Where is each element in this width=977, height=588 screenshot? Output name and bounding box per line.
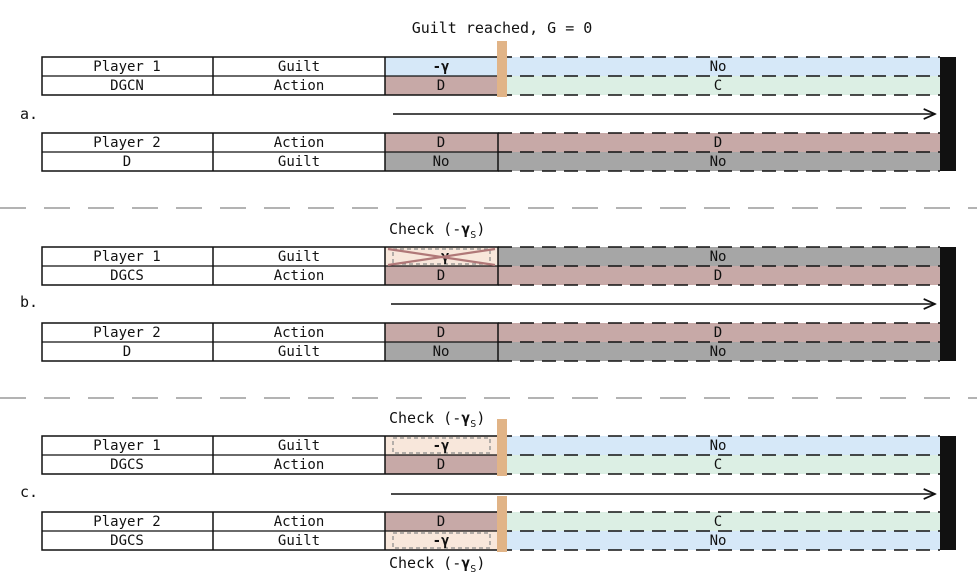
panel-c-p2-row2-initial: -γ <box>433 533 450 549</box>
panel-c-label: c. <box>20 483 38 501</box>
panel-a-p2-row2-rest: No <box>710 154 727 170</box>
panel-c-p2-row2-rest: No <box>710 533 727 549</box>
panel-a-p1-row1-initial: -γ <box>433 59 450 75</box>
panel-b-p2-row1-rest: D <box>714 325 722 341</box>
panel-c: Check (-γS) c. Player 1 DGCS Guilt Actio… <box>20 409 956 575</box>
panel-b-p2-name: Player 2 <box>93 325 160 341</box>
panel-b-p2-row2-label: Guilt <box>278 344 320 360</box>
panel-c-p2-row1-label: Action <box>274 514 325 530</box>
panel-a-p1-row2-label: Action <box>274 78 325 94</box>
panel-c-player2-block: Player 2 DGCS Action Guilt D -γ C No <box>41 511 940 551</box>
panel-a-p1-guilt-initial-cell <box>385 57 498 76</box>
panel-c-p2-guilt-rest-band <box>498 531 940 550</box>
panel-a-p2-row1-initial: D <box>437 135 445 151</box>
panel-a-p1-row1-label: Guilt <box>278 59 320 75</box>
panel-c-p2-name: Player 2 <box>93 514 160 530</box>
panel-a-player2-block: Player 2 D Action Guilt D No D No <box>41 132 940 172</box>
panel-b-p1-strategy: DGCS <box>110 268 144 284</box>
panel-a-label: a. <box>20 105 38 123</box>
panel-a-p1-row2-rest: C <box>714 78 722 94</box>
panel-c-player1-block: Player 1 DGCS Guilt Action -γ D No C <box>41 435 940 475</box>
panel-c-p1-row2-initial: D <box>437 457 445 473</box>
panel-a-end-bar <box>940 57 956 171</box>
panel-c-p1-action-rest-band <box>498 455 940 474</box>
panel-b-p2-row1-initial: D <box>437 325 445 341</box>
panel-b-p2-action-rest-band <box>498 323 940 342</box>
panel-b-p1-row1-rest: No <box>710 249 727 265</box>
panel-b-p2-guilt-rest-band <box>498 342 940 361</box>
panel-c-p1-row1-initial: -γ <box>433 438 450 454</box>
panel-b-p1-action-initial-cell <box>385 266 498 285</box>
panel-a-p2-guilt-initial-cell <box>385 152 498 171</box>
panel-a-p2-row1-rest: D <box>714 135 722 151</box>
panel-c-p1-guilt-initial-cell <box>385 436 498 455</box>
panel-a-p2-row2-initial: No <box>433 154 450 170</box>
panel-b-check-note: Check (-γS) <box>389 220 485 241</box>
panel-c-p2-action-initial-cell <box>385 512 498 531</box>
panel-b-p2-strategy: D <box>123 344 131 360</box>
panel-c-p2-row2-label: Guilt <box>278 533 320 549</box>
panel-a-p1-action-rest-band <box>498 76 940 95</box>
panel-b-p2-action-initial-cell <box>385 323 498 342</box>
panel-c-p2-strategy: DGCS <box>110 533 144 549</box>
panel-b-p1-row2-rest: D <box>714 268 722 284</box>
panel-c-p2-guilt-initial-cell <box>385 531 498 550</box>
panel-a-p1-row2-initial: D <box>437 78 445 94</box>
panel-c-top-check-note: Check (-γS) <box>389 409 485 430</box>
panel-c-p2-action-rest-band <box>498 512 940 531</box>
panel-b-p1-name: Player 1 <box>93 249 160 265</box>
panel-a-p1-action-initial-cell <box>385 76 498 95</box>
panel-a-p1-strategy: DGCN <box>110 78 144 94</box>
panel-a-p2-action-initial-cell <box>385 133 498 152</box>
panel-b-p2-row2-initial: No <box>433 344 450 360</box>
panel-b-player2-block: Player 2 D Action Guilt D No D No <box>41 322 940 362</box>
panel-a: Guilt reached, G = 0 a. Player 1 DGCN Gu… <box>20 19 956 172</box>
panel-a-p2-strategy: D <box>123 154 131 170</box>
panel-b-p2-row1-label: Action <box>274 325 325 341</box>
panel-a-guilt-reached-marker <box>497 41 507 97</box>
panel-b-p1-row2-initial: D <box>437 268 445 284</box>
panel-c-p1-strategy: DGCS <box>110 457 144 473</box>
panel-a-p2-row1-label: Action <box>274 135 325 151</box>
panel-c-p2-row1-rest: C <box>714 514 722 530</box>
panel-b-end-bar <box>940 247 956 361</box>
panel-b-p1-row1-label: Guilt <box>278 249 320 265</box>
panel-a-p2-guilt-rest-band <box>498 152 940 171</box>
panel-b-p1-row2-label: Action <box>274 268 325 284</box>
panel-c-p1-row2-rest: C <box>714 457 722 473</box>
panel-b-player1-block: Player 1 DGCS Guilt Action -γ D No D <box>41 246 940 286</box>
panel-a-p1-name: Player 1 <box>93 59 160 75</box>
panel-c-p1-row1-rest: No <box>710 438 727 454</box>
panel-c-p1-row2-label: Action <box>274 457 325 473</box>
panel-a-note-guilt-reached: Guilt reached, G = 0 <box>412 19 593 37</box>
panel-a-p2-row2-label: Guilt <box>278 154 320 170</box>
panel-c-p1-check-marker <box>497 419 507 476</box>
panel-c-p1-action-initial-cell <box>385 455 498 474</box>
panel-b-p1-guilt-rest-band <box>498 247 940 266</box>
panel-a-p1-guilt-rest-band <box>498 57 940 76</box>
panel-c-p1-row1-label: Guilt <box>278 438 320 454</box>
panel-a-p1-row1-rest: No <box>710 59 727 75</box>
panel-b-p2-guilt-initial-cell <box>385 342 498 361</box>
panel-c-p2-row1-initial: D <box>437 514 445 530</box>
panel-a-p2-action-rest-band <box>498 133 940 152</box>
panel-b: Check (-γS) b. Player 1 DGCS Guilt Actio… <box>20 220 956 362</box>
panel-b-p1-guilt-cross-b <box>387 247 496 267</box>
panel-b-p2-row2-rest: No <box>710 344 727 360</box>
panel-c-p1-name: Player 1 <box>93 438 160 454</box>
panel-a-player1-block: Player 1 DGCN Guilt Action -γ D No C <box>41 56 940 96</box>
panel-c-p2-check-marker <box>497 496 507 552</box>
panel-a-p2-name: Player 2 <box>93 135 160 151</box>
panel-b-label: b. <box>20 293 38 311</box>
panel-c-bottom-check-note: Check (-γS) <box>389 554 485 575</box>
panel-b-p1-action-rest-band <box>498 266 940 285</box>
panel-c-end-bar <box>940 436 956 550</box>
panel-c-p1-guilt-rest-band <box>498 436 940 455</box>
